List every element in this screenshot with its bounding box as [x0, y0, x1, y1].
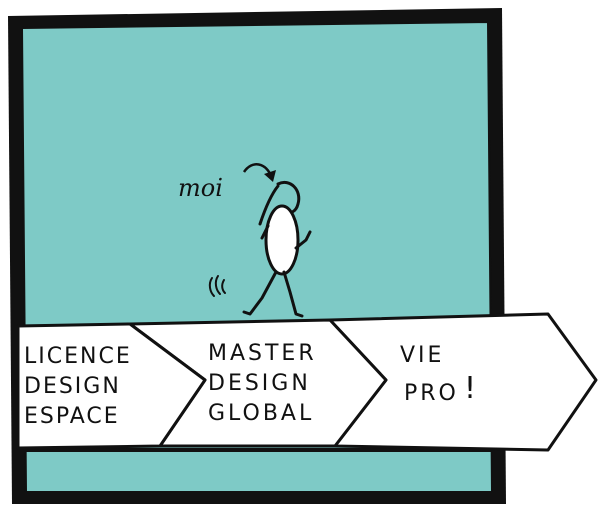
step-1-line-3: ESPACE: [24, 404, 120, 429]
step-3-line-1: VIE: [400, 343, 444, 368]
step-1-line-1: LICENCE: [24, 344, 132, 369]
figure-body: [266, 206, 298, 274]
step-2-line-1: MASTER: [208, 341, 317, 366]
step-1-line-2: DESIGN: [24, 374, 121, 399]
step-2-line-2: DESIGN: [208, 371, 311, 396]
step-3-mark: !: [464, 371, 479, 406]
step-2-line-3: GLOBAL: [208, 401, 314, 426]
step-1-text: LICENCE DESIGN ESPACE: [24, 344, 132, 429]
step-2-text: MASTER DESIGN GLOBAL: [208, 341, 317, 426]
step-3-line-2: PRO: [404, 381, 459, 406]
caption-moi: moi: [178, 174, 223, 202]
